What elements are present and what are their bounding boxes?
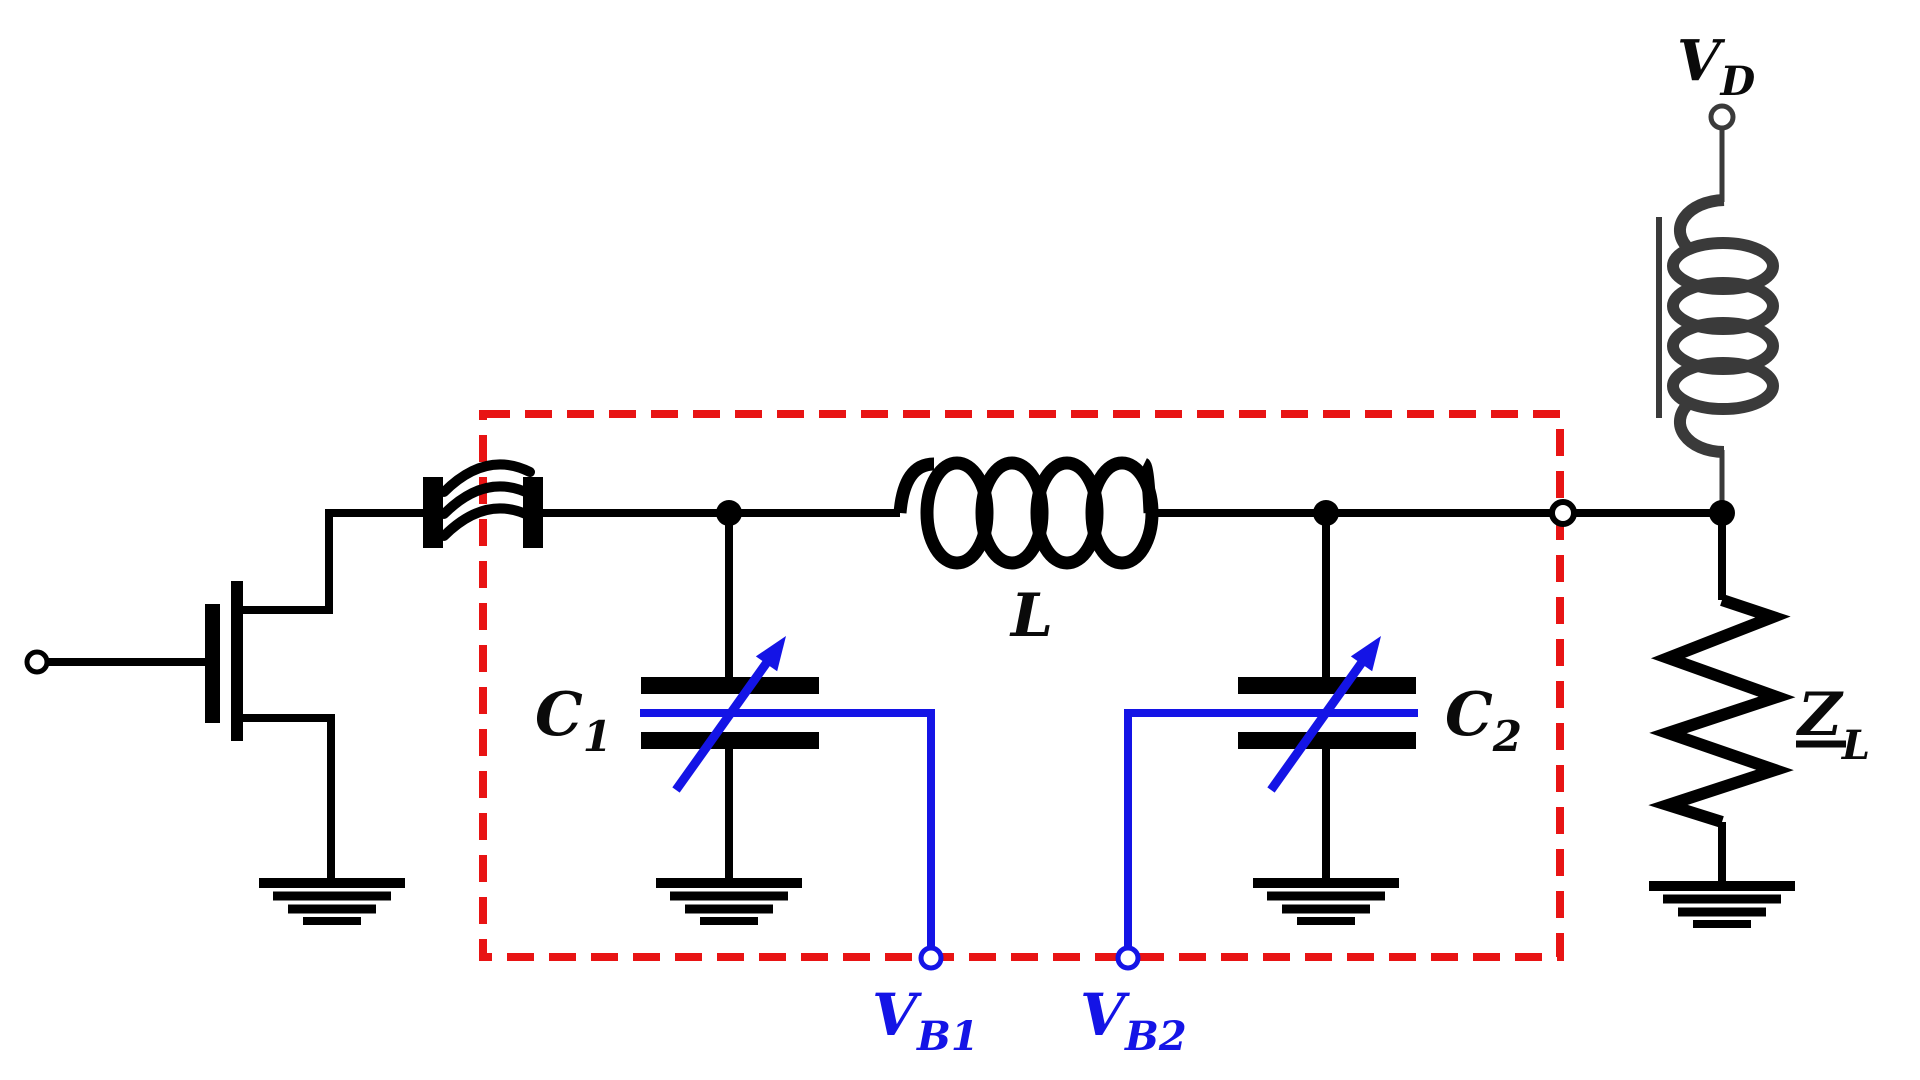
svg-text:ZL: ZL: [1796, 680, 1870, 769]
label-inductor: L: [1009, 581, 1053, 651]
ground-icon: [259, 878, 405, 925]
dc-block-curve-1: [439, 459, 535, 497]
inductor-exit-arc: [1138, 458, 1157, 514]
label-c2: C2: [1445, 680, 1522, 761]
series-inductor: [893, 456, 1159, 570]
c2-variable-arrow: [1267, 648, 1374, 793]
c1-bottom-plate: [641, 732, 819, 749]
mosfet: [24, 581, 243, 741]
vd-terminal-circle: [1708, 103, 1736, 131]
bias-line-vb1: [640, 709, 935, 948]
dc-block-curve-3: [439, 503, 535, 541]
inductor-loop: [1085, 456, 1159, 570]
c2-top-plate: [1238, 677, 1416, 694]
vb1-terminal-circle: [918, 945, 944, 971]
c1-top-plate: [641, 677, 819, 694]
load-resistor-zigzag: [1648, 594, 1796, 828]
capacitor-c1: [641, 677, 819, 749]
ground-icon: [656, 878, 802, 925]
label-zl: ZL: [1796, 680, 1870, 769]
bias-network: [640, 636, 1418, 971]
c1-arrowhead-icon: [755, 636, 786, 672]
label-c1: C1: [535, 680, 612, 761]
tunable-network-boundary-box: [479, 410, 1564, 961]
c1-variable-arrow: [672, 648, 779, 793]
output-port-circle: [1549, 499, 1577, 527]
input-terminal-circle: [24, 649, 50, 675]
vb2-terminal-circle: [1115, 945, 1141, 971]
ground-icon: [1649, 881, 1795, 928]
junction-dot: [1709, 500, 1735, 526]
ground-icon: [1253, 878, 1399, 925]
label-vb1: VB1: [872, 981, 979, 1060]
junction-dot: [1313, 500, 1339, 526]
dc-block-curve-2: [439, 481, 535, 519]
c2-arrowhead-icon: [1350, 636, 1381, 672]
label-vb2: VB2: [1080, 981, 1187, 1060]
drain-wire: [243, 509, 423, 614]
junction-dot: [716, 500, 742, 526]
rf-choke-coil: [1667, 194, 1779, 458]
inductor-entry-arc: [893, 457, 935, 514]
source-wire: [243, 714, 335, 880]
mosfet-channel-bar: [231, 581, 243, 741]
label-vd: VD: [1677, 28, 1755, 105]
ground-symbols: [259, 878, 1795, 928]
supply-branch: [1656, 103, 1779, 506]
capacitor-c2: [1238, 677, 1416, 749]
dc-block-left-bar: [423, 477, 443, 548]
c2-bottom-plate: [1238, 732, 1416, 749]
dc-block-capacitor: [423, 459, 543, 548]
mosfet-gate-bar: [205, 604, 220, 723]
